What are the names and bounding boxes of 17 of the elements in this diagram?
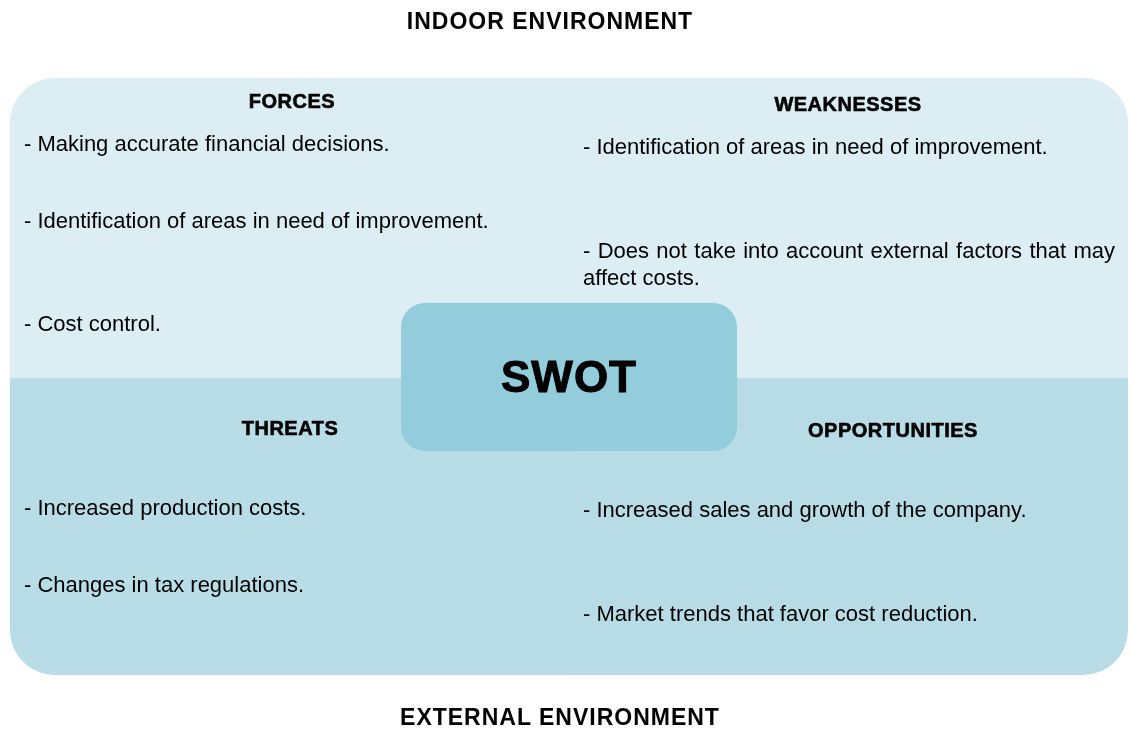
section-heading: THREATS [240, 417, 340, 440]
heading: INDOOR ENVIRONMENT [405, 8, 695, 35]
footer-label: EXTERNAL ENVIRONMENT [399, 704, 721, 731]
section-heading: FORCES [247, 90, 337, 113]
section-heading: OPPORTUNITIES [807, 419, 979, 442]
bullet-text: - Increased production costs. [24, 494, 308, 521]
bullet-text: - Identification of areas in need of improvement. [583, 133, 1049, 160]
bullet-text: - Increased sales and growth of the company. [583, 496, 1028, 523]
bullet-text: - Identification of areas in need of improvement. [24, 207, 490, 234]
bullet-text: - Changes in tax regulations. [24, 571, 306, 598]
bullet-text: - Market trends that favor cost reduction. [583, 600, 979, 627]
bullet-text: - Making accurate financial decisions. [24, 130, 391, 157]
section-heading: WEAKNESSES [773, 93, 923, 116]
bullet-text: - Cost control. [24, 310, 162, 337]
bullet-text: - Does not take into account external factors that may affect costs. [583, 237, 1115, 291]
center-box [401, 303, 737, 451]
center-label: SWOT [501, 352, 637, 402]
